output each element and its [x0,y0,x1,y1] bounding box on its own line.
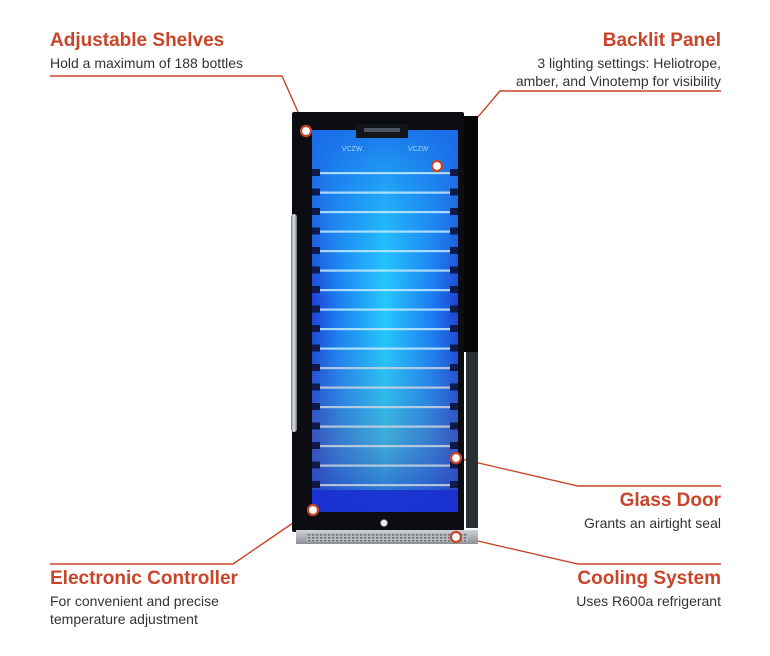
shelf [316,406,454,409]
callout-desc: Hold a maximum of 188 bottles [50,55,243,71]
cooling-leader-line [455,535,721,565]
shelf [316,191,454,194]
cabinet-side-lower [466,352,478,528]
shelf [316,211,454,214]
rack-tooth [312,422,320,430]
controller-dot [306,503,320,517]
callout-title: Electronic Controller [50,568,238,589]
rack-left [312,169,320,488]
callout-desc-line: 3 lighting settings: Heliotrope, [537,55,721,71]
rack-tooth [312,266,320,274]
rack-tooth [312,344,320,352]
rack-tooth [450,364,458,371]
callout-desc: 3 lighting settings: Heliotrope, amber, … [461,54,721,90]
shelf [316,425,454,428]
shelf [316,328,454,331]
rack-tooth [312,286,320,293]
callout-desc: Grants an airtight seal [584,515,721,531]
shelf [316,308,454,311]
rack-tooth [312,383,320,391]
shelf [316,445,454,448]
rack-tooth [312,305,320,313]
wine-cooler: VCZW VCZW [291,112,478,544]
shelf [316,367,454,370]
callout-backlit-panel: Backlit Panel 3 lighting settings: Helio… [461,30,721,90]
backlit-dot [430,159,444,173]
rack-tooth [450,344,458,352]
rack-tooth [312,403,320,410]
rack-tooth [450,208,458,215]
rack-tooth [450,325,458,332]
rack-tooth [312,442,320,449]
callout-title: Backlit Panel [602,30,721,51]
callout-desc: Uses R600a refrigerant [576,593,721,609]
shelf [316,269,454,272]
rack-tooth [450,227,458,235]
rack-tooth [450,188,458,196]
callout-glass-door: Glass Door Grants an airtight seal [481,490,721,532]
rack-tooth [450,305,458,313]
rack-tooth [312,247,320,254]
rack-tooth [450,422,458,430]
shelf [316,386,454,389]
callout-title: Glass Door [619,490,721,511]
glass-leader-line [456,457,721,487]
rack-tooth [450,383,458,391]
shelf [316,172,454,175]
panel-logo-right: VCZW [408,146,429,153]
rack-tooth [312,481,320,488]
shelf [316,250,454,253]
callout-dots [299,124,463,544]
callout-desc-line: amber, and Vinotemp for visibility [515,73,721,89]
callout-electronic-controller: Electronic Controller For convenient and… [50,568,310,628]
rack-tooth [450,247,458,254]
display-panel-lights [364,128,400,132]
glass-dot [449,451,463,465]
rack-right [450,169,458,488]
callout-desc: For convenient and precise temperature a… [50,592,310,628]
cooling-dot [449,530,463,544]
callout-desc-line: For convenient and precise [50,593,219,609]
backlit-leader-line [437,90,721,165]
rack-tooth [312,461,320,469]
callout-adjustable-shelves: Adjustable Shelves Hold a maximum of 188… [50,30,320,72]
rack-tooth [312,227,320,235]
shelf [316,347,454,350]
callout-desc-line: temperature adjustment [50,611,198,627]
shelf [316,484,454,487]
rack-tooth [450,461,458,469]
panel-logo-left: VCZW [342,146,363,153]
bottom-grill [306,533,468,542]
shelves-dot [299,124,313,138]
rack-tooth [312,169,320,176]
floor-glow [312,490,458,512]
callout-cooling-system: Cooling System Uses R600a refrigerant [481,568,721,610]
shelf [316,230,454,233]
callout-title: Adjustable Shelves [50,30,225,51]
shelves-group [316,172,454,487]
rack-tooth [450,286,458,293]
door-handle[interactable] [291,214,297,432]
rack-tooth [312,188,320,196]
rack-tooth [312,325,320,332]
door-lock[interactable] [379,519,388,528]
rack-tooth [450,169,458,176]
rack-tooth [450,481,458,488]
controller-leader-line [50,509,313,565]
cabinet-side [460,116,478,352]
rack-tooth [312,208,320,215]
callout-title: Cooling System [577,568,721,589]
shelf [316,464,454,467]
rack-tooth [450,442,458,449]
interior-shade [312,130,458,512]
shelves-leader-line [50,75,307,131]
rack-tooth [312,364,320,371]
rack-tooth [450,266,458,274]
shelf [316,289,454,292]
rack-tooth [450,403,458,410]
